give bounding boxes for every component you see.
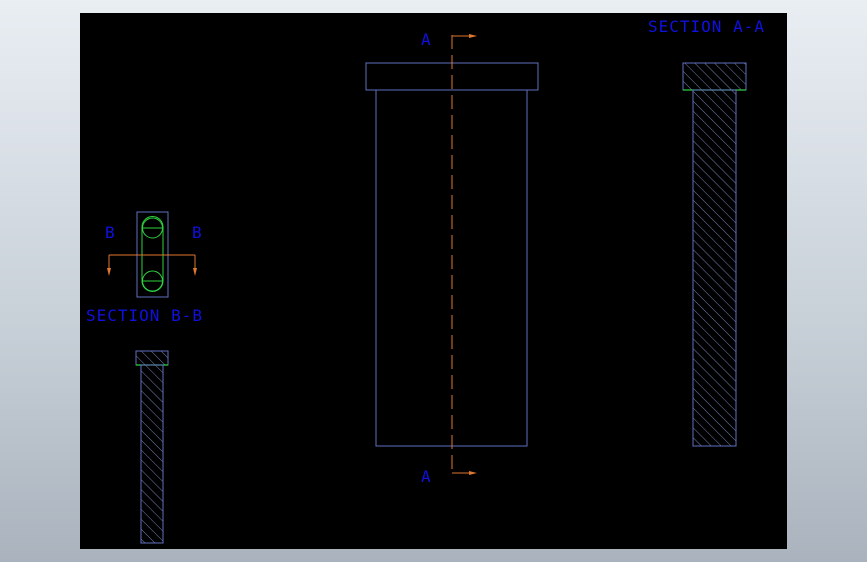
cut-line-b [107, 254, 197, 276]
section-bb-head [135, 350, 169, 366]
main-view: A A [365, 30, 539, 486]
cut-label-b-left: B [105, 223, 115, 242]
cad-drawing: A A SECTION A-A [86, 17, 765, 544]
cut-label-b-right: B [192, 223, 202, 242]
cut-label-a-bottom: A [421, 467, 431, 486]
section-bb-body [140, 364, 164, 544]
section-bb-view [135, 350, 169, 544]
cut-label-a-top: A [421, 30, 431, 49]
section-bb-title: SECTION B-B [86, 306, 203, 325]
section-aa-title: SECTION A-A [648, 17, 765, 36]
cad-viewport[interactable]: A A SECTION A-A [80, 13, 787, 549]
cut-arrow-a-top [452, 34, 477, 38]
section-aa-body [692, 89, 737, 447]
section-aa-view: SECTION A-A [648, 17, 765, 447]
cut-arrow-a-bottom [452, 471, 477, 475]
section-aa-head [682, 62, 747, 91]
section-bb-detail: B B SECTION B-B [86, 211, 203, 325]
